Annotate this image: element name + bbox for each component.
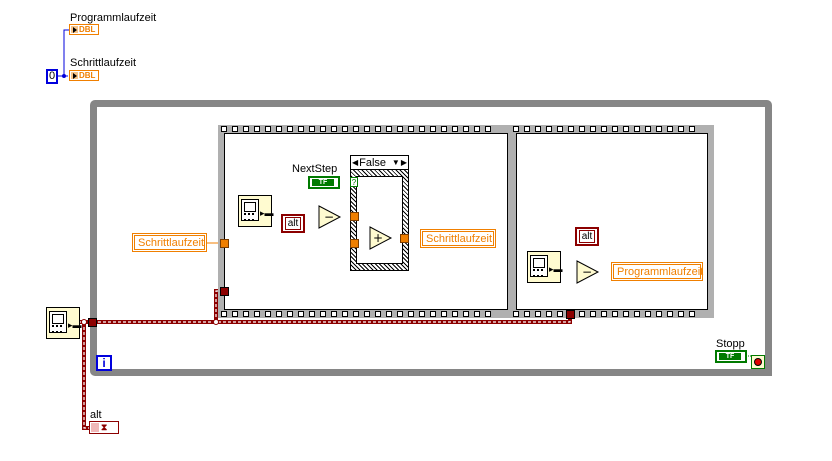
while-loop[interactable] — [90, 100, 772, 376]
programmlaufzeit-label: Programmlaufzeit — [70, 12, 157, 24]
dbl-type-label: DBL — [79, 71, 96, 80]
clock-screen-icon — [49, 311, 67, 333]
stop-condition-icon[interactable] — [751, 355, 765, 369]
iteration-terminal[interactable]: i — [96, 355, 112, 371]
add-icon[interactable]: + — [369, 226, 393, 250]
output-terminal-icon: ▸▬ — [68, 320, 82, 330]
programmlaufzeit-indicator[interactable]: Programmlaufzeit — [611, 262, 703, 281]
clock-screen-icon — [530, 255, 548, 277]
schrittlaufzeit-input[interactable]: Schrittlaufzeit — [132, 233, 207, 252]
case-body — [356, 176, 403, 264]
output-terminal-icon: ▸▬ — [260, 208, 274, 218]
schrittlaufzeit-terminal[interactable]: DBL — [69, 70, 99, 81]
case-selector[interactable]: ◀ False ▼ ▶ — [350, 155, 409, 170]
dbl-type-label: DBL — [79, 25, 96, 34]
input-arrow-icon — [71, 72, 78, 79]
programmlaufzeit-terminal[interactable]: DBL — [69, 24, 99, 35]
case-selector-terminal[interactable]: ? — [350, 177, 358, 187]
sequence-frame-2[interactable] — [510, 125, 714, 318]
stopp-label: Stopp — [716, 338, 745, 350]
chevron-down-icon[interactable]: ▼ — [391, 158, 400, 167]
case-selector-value: False — [359, 156, 387, 169]
alt-label: alt — [90, 409, 102, 421]
alt-local-variable[interactable]: alt — [575, 227, 599, 246]
dbl-tunnel — [350, 212, 359, 221]
u32-tunnel — [220, 287, 229, 296]
svg-text:+: + — [373, 231, 383, 245]
input-arrow-icon — [91, 423, 99, 432]
stopp-control[interactable]: TF — [715, 350, 747, 363]
u32-type-icon: ⧗ — [101, 422, 108, 432]
film-strip-top — [218, 125, 491, 133]
wire-junction — [81, 319, 87, 325]
film-strip-bottom — [218, 310, 491, 318]
schrittlaufzeit-indicator[interactable]: Schrittlaufzeit — [420, 229, 496, 248]
dbl-tunnel — [400, 234, 409, 243]
alt-local-variable[interactable]: alt — [281, 214, 305, 233]
film-strip-top — [510, 125, 695, 133]
alt-label: alt — [285, 217, 301, 230]
schrittlaufzeit-input-label: Schrittlaufzeit — [134, 235, 205, 250]
dbl-tunnel — [220, 239, 229, 248]
numeric-constant[interactable]: 0 — [46, 69, 58, 84]
wire-junction — [62, 74, 66, 78]
subtract-icon[interactable]: − — [318, 205, 342, 229]
input-arrow-icon — [71, 26, 78, 33]
tick-count-icon[interactable]: ▸▬ — [527, 251, 563, 283]
svg-text:−: − — [324, 210, 334, 224]
programmlaufzeit-indicator-label: Programmlaufzeit — [613, 264, 703, 279]
film-strip-bottom — [510, 310, 695, 318]
subtract-icon[interactable]: − — [576, 260, 600, 284]
alt-label: alt — [579, 230, 595, 243]
alt-indicator[interactable]: ⧗ — [89, 421, 119, 434]
svg-text:−: − — [582, 265, 592, 279]
case-structure[interactable] — [350, 168, 409, 271]
nextstep-control[interactable]: TF — [308, 176, 340, 189]
sequence-frame-2-body — [516, 133, 708, 310]
increment-case-icon[interactable]: ▶ — [400, 158, 407, 167]
bool-tf-label: TF — [719, 353, 741, 360]
clock-screen-icon — [241, 199, 259, 221]
decrement-case-icon[interactable]: ◀ — [352, 158, 359, 167]
output-terminal-icon: ▸▬ — [549, 264, 563, 274]
schrittlaufzeit-indicator-label: Schrittlaufzeit — [422, 231, 494, 246]
bool-tf-label: TF — [312, 179, 334, 186]
schrittlaufzeit-label: Schrittlaufzeit — [70, 57, 137, 69]
wire-junction — [213, 319, 219, 325]
u32-tunnel — [88, 318, 97, 327]
tick-count-icon[interactable]: ▸▬ — [238, 195, 274, 227]
u32-tunnel — [566, 310, 575, 319]
nextstep-label: NextStep — [292, 163, 338, 175]
dbl-tunnel — [350, 239, 359, 248]
tick-count-icon[interactable]: ▸▬ — [46, 307, 82, 339]
